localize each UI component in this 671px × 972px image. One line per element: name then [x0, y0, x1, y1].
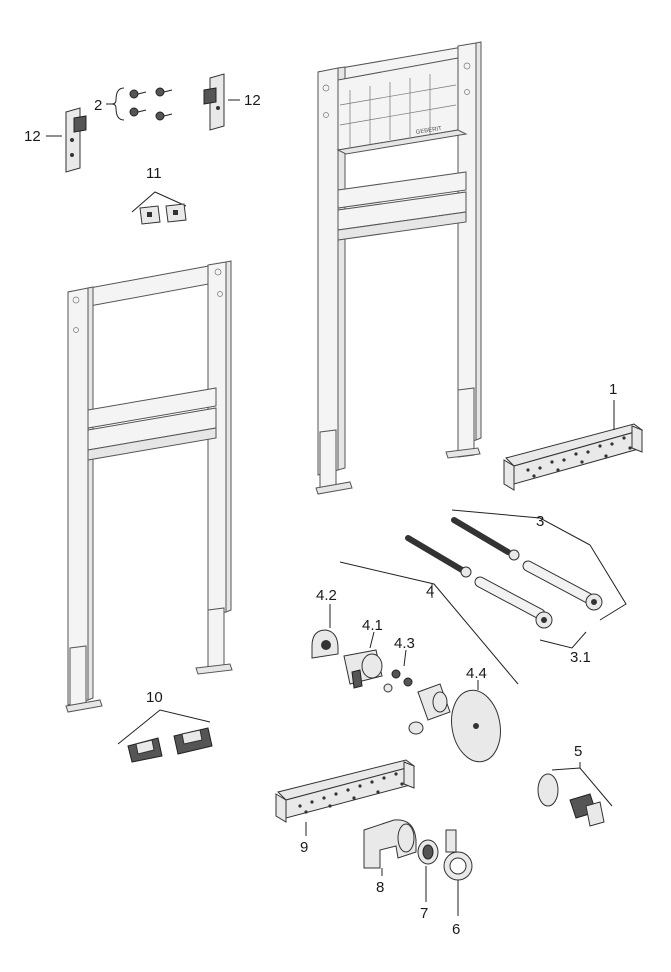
- label-3-1: 3.1: [570, 649, 591, 666]
- rail-9: [275, 759, 416, 836]
- label-7: 7: [420, 905, 428, 922]
- part-labels: 1 2 3 3.1 4 4.1 4.2 4.3 4.4 5 6 7 8 9 10…: [24, 92, 617, 938]
- label-2: 2: [94, 97, 102, 114]
- feet-10: [117, 709, 213, 763]
- label-12-right: 12: [244, 92, 261, 109]
- elbow-8: [363, 819, 417, 876]
- fitting-7: [417, 839, 439, 902]
- label-8: 8: [376, 879, 384, 896]
- label-9: 9: [300, 839, 308, 856]
- rods-3: [405, 509, 627, 649]
- bracket-12-left: [46, 107, 87, 173]
- label-3: 3: [536, 513, 544, 530]
- label-5: 5: [574, 743, 582, 760]
- frame-logo: GEBERIT: [415, 126, 442, 136]
- label-6: 6: [452, 921, 460, 938]
- pads-11: [131, 191, 187, 225]
- label-4-1: 4.1: [362, 617, 383, 634]
- label-4: 4: [426, 583, 434, 600]
- label-10: 10: [146, 689, 163, 706]
- label-12-left: 12: [24, 128, 41, 145]
- label-4-3: 4.3: [394, 635, 415, 652]
- label-1: 1: [609, 381, 617, 398]
- bracket-12-right: [203, 73, 240, 131]
- label-11: 11: [146, 165, 162, 182]
- rail-1: [503, 400, 644, 491]
- valve-5: [537, 762, 613, 827]
- large-frame: GEBERIT: [315, 41, 482, 495]
- small-frame: [65, 260, 233, 713]
- assembly-4: [311, 561, 519, 763]
- screws-2: [106, 87, 173, 121]
- clip-6: [443, 829, 473, 916]
- label-4-4: 4.4: [466, 665, 487, 682]
- label-4-2: 4.2: [316, 587, 337, 604]
